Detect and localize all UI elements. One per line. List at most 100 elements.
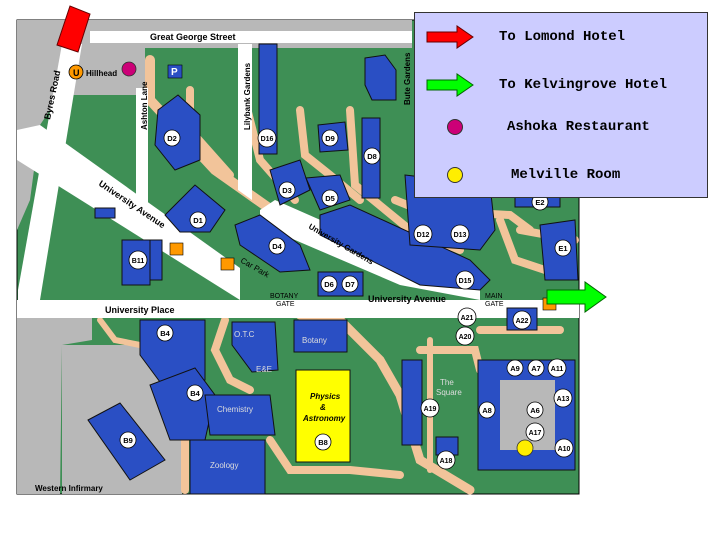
building-badge-a8[interactable] xyxy=(478,401,496,419)
building-zoology xyxy=(189,439,266,495)
ashoka-restaurant-marker[interactable] xyxy=(121,61,137,77)
building-badge-label-a18: A18 xyxy=(440,458,453,465)
label-botany-gate-2: GATE xyxy=(276,301,295,308)
label-the-square-2: Square xyxy=(436,388,462,397)
building-a19-block xyxy=(401,359,423,446)
label-eeb: E&E xyxy=(256,365,272,374)
building-badge-label-b8: B8 xyxy=(318,438,328,447)
building-badge-d15[interactable] xyxy=(455,270,475,290)
physics-astronomy-building xyxy=(295,369,351,463)
subway-badge-icon xyxy=(68,64,84,80)
quadrangle-inner-court xyxy=(500,380,555,450)
magenta-dot-icon xyxy=(415,112,485,142)
bus-stop-icon-west xyxy=(169,242,184,256)
building-badge-a18[interactable] xyxy=(436,450,456,470)
building-badge-label-a21: A21 xyxy=(461,315,474,322)
building-badge-a13[interactable] xyxy=(553,388,573,408)
melville-room-marker[interactable] xyxy=(516,439,534,457)
building-badge-label-a17: A17 xyxy=(529,430,542,437)
lomond-hotel-direction-arrow[interactable] xyxy=(56,5,91,53)
building-d15 xyxy=(319,204,491,291)
building-badge-label-a8: A8 xyxy=(482,406,492,415)
building-badge-d4[interactable] xyxy=(268,237,286,255)
great-george-street-road xyxy=(90,31,412,43)
university-avenue-main-road xyxy=(17,300,579,318)
building-badge-a11[interactable] xyxy=(547,358,567,378)
building-badge-d6[interactable] xyxy=(320,275,338,293)
building-small-west xyxy=(94,207,116,219)
building-badge-b9[interactable] xyxy=(119,431,137,449)
label-bute-gardens: Bute Gardens xyxy=(403,52,412,105)
building-b11-annex xyxy=(149,239,163,281)
building-badge-d5[interactable] xyxy=(321,189,339,207)
lilybank-road xyxy=(238,44,252,200)
building-badge-e1[interactable] xyxy=(554,239,572,257)
building-badge-label-a13: A13 xyxy=(557,396,570,403)
building-badge-label-d2: D2 xyxy=(167,134,177,143)
building-badge-b4b[interactable] xyxy=(186,384,204,402)
label-physics-1: Physics xyxy=(310,392,341,401)
legend-row-ashoka: Ashoka Restaurant xyxy=(415,112,650,142)
legend-label-ashoka: Ashoka Restaurant xyxy=(507,119,650,135)
red-arrow-icon xyxy=(415,22,485,52)
building-badge-a21[interactable] xyxy=(457,307,477,327)
university-avenue-road xyxy=(17,125,240,300)
building-badge-label-a9: A9 xyxy=(510,364,520,373)
building-badge-d9[interactable] xyxy=(321,129,339,147)
building-badge-a7[interactable] xyxy=(527,359,545,377)
label-zoology: Zoology xyxy=(210,461,238,470)
yellow-dot-icon xyxy=(415,160,485,190)
building-badge-b8[interactable] xyxy=(314,433,332,451)
kelvingrove-hotel-direction-arrow[interactable] xyxy=(546,281,607,313)
subway-badge-letter: U xyxy=(73,68,80,78)
legend-label-kelvingrove: To Kelvingrove Hotel xyxy=(499,77,668,93)
building-badge-label-d9: D9 xyxy=(325,134,335,143)
building-badge-b11[interactable] xyxy=(128,250,148,270)
building-badge-a6[interactable] xyxy=(526,401,544,419)
building-badge-label-d5: D5 xyxy=(325,194,335,203)
building-badge-d1[interactable] xyxy=(189,211,207,229)
building-badge-label-d8: D8 xyxy=(367,152,377,161)
building-badge-d12[interactable] xyxy=(413,224,433,244)
building-badge-a22[interactable] xyxy=(512,310,532,330)
label-university-avenue: University Avenue xyxy=(368,294,446,304)
building-badge-d13[interactable] xyxy=(450,224,470,244)
building-badge-label-a19: A19 xyxy=(424,406,437,413)
building-badge-b4a[interactable] xyxy=(156,324,174,342)
building-badge-d16[interactable] xyxy=(257,128,277,148)
label-botany: Botany xyxy=(302,336,327,345)
grey-area-hillhead xyxy=(17,48,145,125)
label-otc: O.T.C xyxy=(234,330,255,339)
label-physics-3: Astronomy xyxy=(302,414,346,423)
green-arrow-icon xyxy=(415,70,485,100)
label-hillhead: Hillhead xyxy=(86,69,117,78)
building-badge-label-b4b: B4 xyxy=(190,389,200,398)
legend-row-melville: Melville Room xyxy=(415,160,620,190)
building-badge-a9[interactable] xyxy=(506,359,524,377)
parking-icon xyxy=(167,64,183,79)
building-top-right xyxy=(364,54,397,101)
building-badge-label-b11: B11 xyxy=(132,258,145,265)
building-badge-label-a10: A10 xyxy=(558,446,571,453)
building-badge-label-d16: D16 xyxy=(261,136,274,143)
building-badge-a19[interactable] xyxy=(420,398,440,418)
label-the-square-1: The xyxy=(440,378,454,387)
grey-area-southwest xyxy=(17,318,92,494)
building-badge-label-e2: E2 xyxy=(535,198,544,207)
building-badge-d7[interactable] xyxy=(341,275,359,293)
building-badge-d2[interactable] xyxy=(163,129,181,147)
building-badge-d3[interactable] xyxy=(278,181,296,199)
ashton-lane-road xyxy=(136,88,148,205)
building-badge-a20[interactable] xyxy=(455,326,475,346)
building-badge-label-d15: D15 xyxy=(459,278,472,285)
label-great-george-street: Great George Street xyxy=(150,32,236,42)
map-legend: To Lomond Hotel To Kelvingrove Hotel Ash… xyxy=(414,12,708,198)
building-botany xyxy=(293,319,348,353)
building-badge-a17[interactable] xyxy=(525,422,545,442)
building-badge-d8[interactable] xyxy=(363,147,381,165)
building-badge-label-b4a: B4 xyxy=(160,329,170,338)
building-badge-a10[interactable] xyxy=(554,438,574,458)
building-badge-label-d7: D7 xyxy=(345,280,355,289)
label-chemistry: Chemistry xyxy=(217,405,253,414)
